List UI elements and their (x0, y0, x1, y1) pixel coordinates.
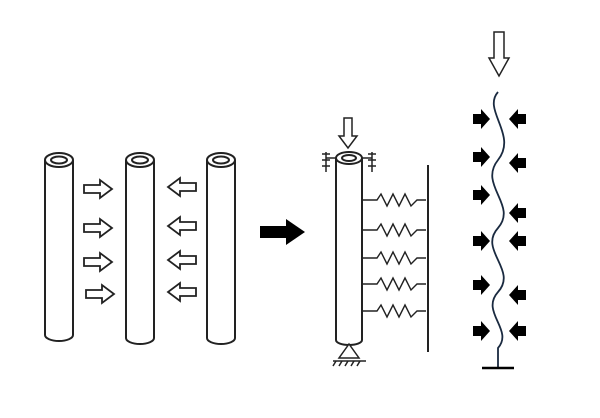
solid-arrow-icon (473, 321, 490, 341)
solid-arrow-icon (473, 275, 490, 295)
spring-icon (362, 222, 426, 238)
column-model (322, 117, 376, 367)
solid-arrow-icon (509, 203, 526, 223)
hollow-arrow-icon (166, 215, 197, 237)
solid-arrow-icon (473, 109, 490, 129)
pipe-group (44, 152, 236, 345)
solid-arrow-icon (509, 153, 526, 173)
load-arrow-icon (337, 117, 359, 150)
top-restraint-icon (322, 152, 376, 172)
lateral-arrows-left (473, 109, 490, 341)
pipe-3 (206, 152, 236, 345)
hollow-arrow-icon (83, 178, 114, 200)
hollow-arrow-icon (166, 176, 197, 198)
load-arrow-icon (487, 31, 511, 78)
lateral-arrows-right (509, 109, 526, 341)
buckled-model (473, 31, 526, 370)
hollow-arrow-icon (85, 283, 116, 305)
spring-icon (362, 192, 426, 208)
hollow-arrow-icon (166, 249, 197, 271)
hollow-arrow-icon (83, 251, 114, 273)
solid-arrow-icon (473, 231, 490, 251)
pin-support-icon (332, 342, 366, 367)
hollow-arrow-icon (166, 281, 197, 303)
spring-icon (362, 303, 426, 319)
springs (362, 192, 426, 319)
push-arrows-right (83, 178, 116, 305)
spring-icon (362, 250, 426, 266)
solid-arrow-icon (509, 285, 526, 305)
push-arrows-left (166, 176, 197, 303)
transition-arrow-icon (260, 219, 305, 245)
solid-arrow-icon (473, 185, 490, 205)
pipe-1 (44, 152, 74, 342)
spring-icon (362, 276, 426, 292)
solid-arrow-icon (473, 147, 490, 167)
buckled-wire (491, 91, 506, 368)
pipe-2 (125, 152, 155, 345)
solid-arrow-icon (509, 231, 526, 251)
solid-arrow-icon (509, 321, 526, 341)
hollow-arrow-icon (83, 217, 114, 239)
solid-arrow-icon (509, 109, 526, 129)
